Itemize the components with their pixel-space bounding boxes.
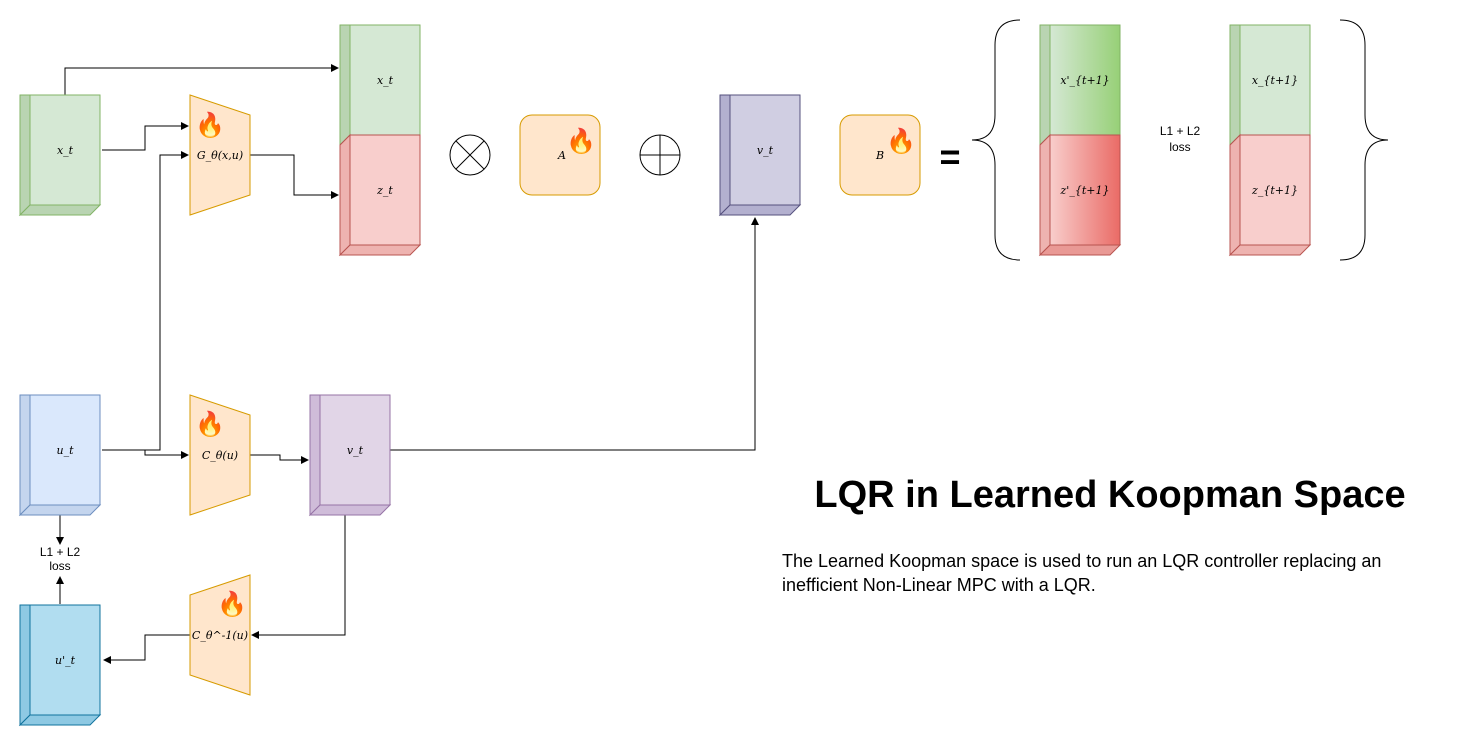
edge-ut-to-g xyxy=(102,151,189,451)
x-pred-label: x'_{t+1} xyxy=(1060,74,1109,87)
edge-vt-to-vt-top xyxy=(390,217,759,451)
vt-top-block: v_t xyxy=(718,94,802,217)
fire-icon: 🔥 xyxy=(886,127,916,155)
zt-stack-label: z_t xyxy=(376,184,393,197)
diagram-title: LQR in Learned Koopman Space xyxy=(814,474,1406,516)
edge-vt-to-cinv xyxy=(251,515,346,639)
a-matrix-box: A 🔥 xyxy=(519,114,601,196)
xt-stack-label: x_t xyxy=(377,74,394,87)
a-matrix-label: A xyxy=(557,149,566,162)
edge-g-to-zt xyxy=(250,154,339,199)
z-target-label: z_{t+1} xyxy=(1251,184,1298,197)
ut-input-block: u_t xyxy=(18,394,102,517)
kronecker-product-icon xyxy=(449,134,491,176)
ut-input-label: u_t xyxy=(56,444,74,457)
right-brace xyxy=(1339,19,1389,261)
ut-prime-label: u'_t xyxy=(55,654,76,667)
xt-input-block: x_t xyxy=(18,94,102,217)
vt-top-label: v_t xyxy=(757,144,774,157)
c-theta-inverse-label: C_θ^-1(u) xyxy=(192,629,248,642)
b-matrix-box: B 🔥 xyxy=(839,114,921,196)
target-stack: x_{t+1} z_{t+1} xyxy=(1228,24,1312,257)
ut-prime-block: u'_t xyxy=(18,604,102,727)
fire-icon: 🔥 xyxy=(217,590,247,618)
edge-ut-to-c xyxy=(102,449,189,459)
xt-zt-stack: x_t z_t xyxy=(338,24,422,257)
fire-icon: 🔥 xyxy=(195,410,225,438)
loss-bottom-line1: L1 + L2 xyxy=(40,545,81,559)
edge-c-to-vt xyxy=(250,454,309,464)
g-theta-label: G_θ(x,u) xyxy=(197,149,243,162)
c-theta-inverse-decoder: 🔥 C_θ^-1(u) xyxy=(189,574,251,696)
loss-bottom-line2: loss xyxy=(49,559,70,573)
b-matrix-label: B xyxy=(875,149,884,162)
vt-bottom-block: v_t xyxy=(308,394,392,517)
g-theta-encoder: 🔥 G_θ(x,u) xyxy=(189,94,251,216)
diagram-description: The Learned Koopman space is used to run… xyxy=(782,551,1382,595)
vt-bottom-label: v_t xyxy=(347,444,364,457)
equals-sign: = xyxy=(939,136,960,177)
x-target-label: x_{t+1} xyxy=(1252,74,1298,87)
loss-top-line2: loss xyxy=(1169,140,1190,154)
loss-top-line1: L1 + L2 xyxy=(1160,124,1201,138)
c-theta-label: C_θ(u) xyxy=(202,449,238,462)
fire-icon: 🔥 xyxy=(195,111,225,139)
plus-operator-icon xyxy=(639,134,681,176)
connectors xyxy=(56,64,759,664)
c-theta-encoder: 🔥 C_θ(u) xyxy=(189,394,251,516)
edge-cinv-to-ut-prime xyxy=(103,634,190,664)
z-pred-label: z'_{t+1} xyxy=(1060,184,1110,197)
xt-input-label: x_t xyxy=(57,144,74,157)
edge-xt-to-xt-stack xyxy=(64,64,339,95)
left-brace xyxy=(971,19,1021,261)
fire-icon: 🔥 xyxy=(566,127,596,155)
edge-xt-to-g xyxy=(102,122,189,151)
predicted-stack: x'_{t+1} z'_{t+1} xyxy=(1038,24,1122,257)
